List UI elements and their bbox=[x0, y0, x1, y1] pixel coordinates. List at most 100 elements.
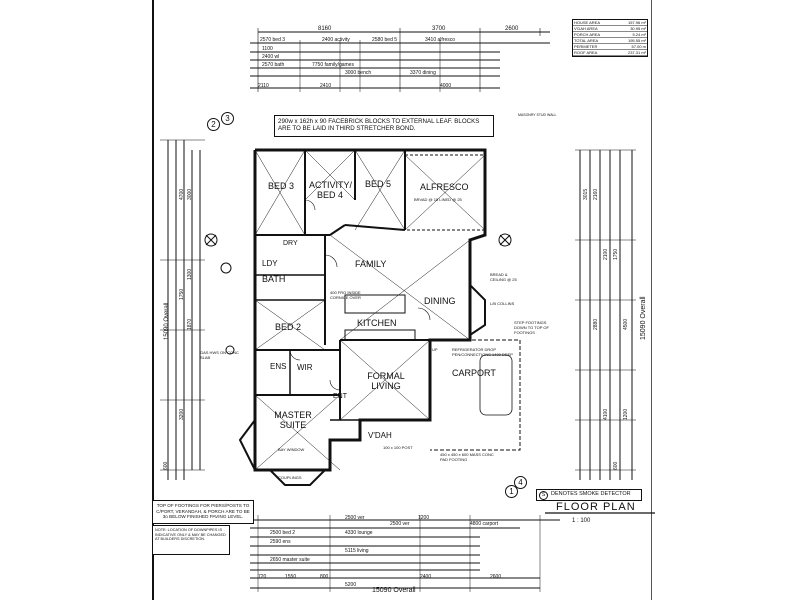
top-dimension-label: 2400 wl bbox=[262, 54, 280, 60]
top-dimension-label: 2400 activity bbox=[322, 37, 350, 43]
area-label: PERIMETER bbox=[573, 43, 617, 50]
top-dimension-label: 3000 bench bbox=[345, 70, 372, 76]
top-dimension-label: 8160 bbox=[318, 26, 332, 32]
bay-window-annotation: BAY WINDOW bbox=[278, 447, 305, 452]
room-kitchen: KITCHEN bbox=[357, 318, 397, 328]
top-dimension-label: 2600 bbox=[505, 26, 519, 32]
right-dimension-label: 1750 bbox=[613, 248, 619, 260]
bottom-dimension-label: 2600 bbox=[490, 574, 502, 580]
right-dimension-lines bbox=[575, 149, 636, 480]
services-note-top: MASONRY STUD WALL bbox=[518, 113, 557, 117]
room-entry: ENT bbox=[333, 393, 347, 400]
house-walls bbox=[238, 148, 521, 486]
section-marker-1: 1 bbox=[505, 485, 518, 498]
top-dimension-label: 2110 bbox=[258, 83, 269, 89]
bottom-dimension-label: 2500 bed 2 bbox=[270, 530, 296, 536]
bottom-dimension-label: 5115 living bbox=[345, 548, 369, 554]
services-note: NOTE: LOCATION OF DOWNPIPES IS INDICATIV… bbox=[155, 528, 226, 542]
footings-note-box: TOP OF FOOTINGS FOR PIERS/POSTS TO C/POR… bbox=[152, 500, 254, 524]
room-dry: DRY bbox=[283, 240, 298, 247]
top-dimension-label: 3700 bbox=[432, 26, 446, 32]
right-dimension-label: 4100 bbox=[603, 408, 609, 420]
room-activity: ACTIVITY/ BED 4 bbox=[309, 180, 353, 200]
step-footing-annotation: STEP FOOTINGS DOWN TO TOP OF FOOTINGS bbox=[514, 320, 549, 335]
bottom-dimension-label: 720 bbox=[258, 574, 267, 580]
room-wir: WIR bbox=[297, 363, 313, 372]
right-dimension-label: 2100 bbox=[603, 248, 609, 260]
bottom-dimension-label: 2500 ver bbox=[345, 515, 365, 521]
drawing-scale: 1 : 100 bbox=[572, 518, 591, 524]
services-note-box: NOTE: LOCATION OF DOWNPIPES IS INDICATIV… bbox=[152, 525, 230, 555]
cornice-annotation: 400 FRO INSIDE CORNICE OVER bbox=[330, 290, 361, 300]
top-dimension-label: 2580 bed 5 bbox=[372, 37, 398, 43]
bottom-dimension-label: 1550 bbox=[285, 574, 297, 580]
right-dimension-label: 3015 bbox=[583, 188, 589, 200]
couplings-annotation: COUPLINGS bbox=[278, 475, 302, 480]
left-dimension-label: 4700 bbox=[179, 188, 185, 200]
room-bath: BATH bbox=[262, 274, 286, 284]
drawing-title: FLOOR PLAN bbox=[556, 501, 636, 513]
bottom-dimension-label: 2650 master suite bbox=[270, 557, 310, 563]
bread-annotation: BREAD & CEILING @ 25 bbox=[490, 272, 517, 282]
garage-annotation: REFRIGERATOR DROP PEN/CONNECTIONS 1400 D… bbox=[452, 347, 513, 357]
top-dimension-label: 1100 bbox=[262, 46, 273, 52]
area-value: 237.31 m² bbox=[616, 49, 647, 56]
section-marker-4: 4 bbox=[514, 476, 527, 489]
area-label: V'DAH AREA bbox=[573, 25, 617, 32]
facebrick-note-box: 290w x 162h x 90 FACEBRICK BLOCKS TO EXT… bbox=[274, 115, 494, 137]
room-formal-living: FORMAL LIVING bbox=[367, 371, 405, 391]
top-dimension-label: 2570 bed 3 bbox=[260, 37, 286, 43]
room-dining: DINING bbox=[424, 296, 456, 306]
bottom-dimension-label: 4330 lounge bbox=[345, 530, 373, 536]
left-dimension-label: 15090 Overall bbox=[164, 302, 170, 340]
left-dimension-label: 1870 bbox=[187, 318, 193, 330]
area-value: 57.00 m bbox=[616, 43, 647, 50]
right-dimension-label: 1200 bbox=[623, 408, 629, 420]
room-bed-5: BED 5 bbox=[365, 179, 392, 189]
area-value: 195.55 m² bbox=[616, 37, 647, 44]
bottom-dimension-label: 2400 bbox=[420, 574, 432, 580]
room-ldy: LDY bbox=[262, 259, 278, 268]
top-dimension-label: 3410 alfresco bbox=[425, 37, 456, 43]
room-alfresco: ALFRESCO bbox=[420, 182, 469, 192]
area-label: PORCH AREA bbox=[573, 31, 617, 38]
left-dimension-lines bbox=[160, 139, 205, 480]
smoke-detector-note: DENOTES SMOKE DETECTOR bbox=[551, 491, 631, 497]
top-dimension-label: 3370 dining bbox=[410, 70, 436, 76]
room-family: FAMILY bbox=[355, 259, 387, 269]
area-value: 157.96 m² bbox=[616, 20, 647, 26]
left-dimension-label: 1750 bbox=[179, 288, 185, 300]
facebrick-note: 290w x 162h x 90 FACEBRICK BLOCKS TO EXT… bbox=[278, 118, 480, 132]
area-value: 30.95 m² bbox=[616, 25, 647, 32]
room-ens: ENS bbox=[270, 362, 287, 371]
area-label: HOUSE AREA bbox=[573, 20, 617, 26]
bottom-dimension-lines bbox=[250, 515, 560, 592]
right-dimension-label: 15090 Overall bbox=[640, 296, 647, 340]
left-dimension-label: 600 bbox=[163, 461, 169, 470]
general-notes: MASONRY STUD WALL bbox=[518, 113, 618, 118]
top-dimension-label: 7750 family/games bbox=[312, 62, 354, 68]
bottom-dimension-label: 2590 ens bbox=[270, 539, 291, 545]
post-annotation: 100 x 100 POST bbox=[383, 445, 413, 450]
collins-annotation: L/B COLLINS bbox=[490, 301, 515, 306]
gas-hws-annotation: GAS HWS ON CONC SLAB bbox=[200, 350, 239, 360]
area-label: TOTAL AREA bbox=[573, 37, 617, 44]
overall-width: 15090 Overall bbox=[372, 587, 416, 594]
drawing-sheet bbox=[152, 0, 652, 600]
room-bed-2: BED 2 bbox=[275, 322, 302, 332]
bottom-dimension-label: 2500 ver bbox=[390, 521, 410, 527]
section-marker-3: 3 bbox=[221, 112, 234, 125]
room-carport: CARPORT bbox=[452, 368, 496, 378]
bottom-dimension-label: 4800 carport bbox=[470, 521, 499, 527]
left-dimension-label: 3200 bbox=[179, 408, 185, 420]
bottom-dimension-label: 1200 bbox=[418, 515, 430, 521]
room-master-suite: MASTER SUITE bbox=[274, 410, 312, 430]
smoke-detector-icon: S bbox=[539, 491, 548, 500]
